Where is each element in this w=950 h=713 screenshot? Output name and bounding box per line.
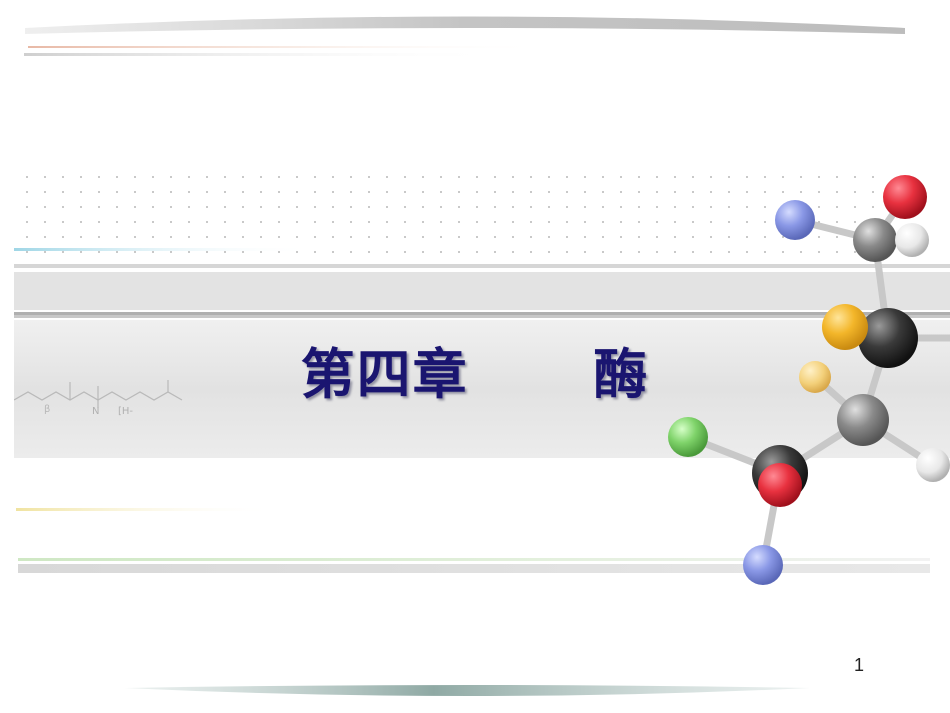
atom-green [668, 417, 708, 457]
lower-decoration [16, 508, 930, 573]
atom-gray-middle [837, 394, 889, 446]
atom-white-right [916, 448, 950, 482]
page-number: 1 [854, 655, 865, 675]
atom-light-yellow [799, 361, 831, 393]
bottom-swoosh [125, 685, 810, 696]
svg-text:β: β [44, 404, 50, 415]
atom-red-top [883, 175, 927, 219]
top-swoosh [25, 16, 905, 34]
top-line-orange [28, 46, 548, 48]
slide-title: 第四章 酶 [300, 342, 650, 406]
atom-black-upper [858, 308, 918, 368]
svg-text:[H-: [H- [118, 406, 133, 417]
top-line-gray [24, 53, 504, 56]
atom-red-lower [758, 463, 802, 507]
chemical-formula-watermark-icon: β N [H- [14, 380, 183, 417]
atom-yellow [822, 304, 868, 350]
svg-text:N: N [92, 406, 99, 417]
top-decoration [24, 16, 905, 56]
ball-and-stick-molecule-icon [668, 175, 950, 585]
atom-blue-bottom [743, 545, 783, 585]
atom-gray [853, 218, 897, 262]
atom-blue-top [775, 200, 815, 240]
dot-grid [12, 175, 882, 263]
atom-white-top [895, 223, 929, 257]
title-band [14, 264, 950, 458]
